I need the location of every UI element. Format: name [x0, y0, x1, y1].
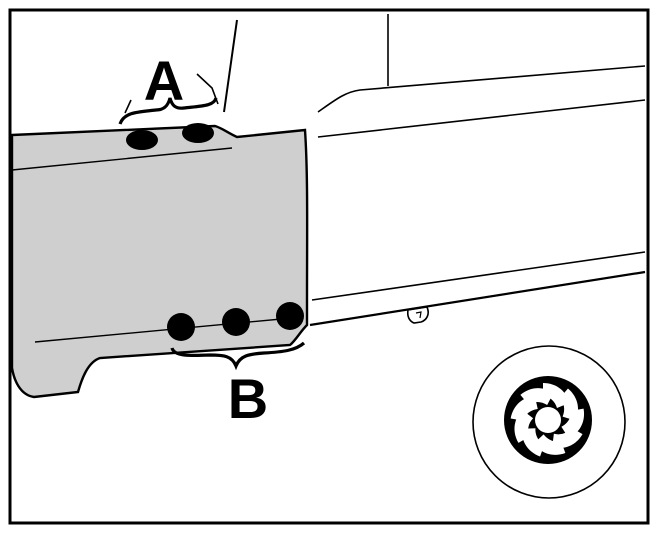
callout-label-b: B [228, 367, 268, 430]
fastener-dot [167, 313, 195, 341]
fastener-dot [222, 308, 250, 336]
bracket-a-guide [196, 73, 219, 105]
bracket-a [118, 97, 218, 125]
panel-crease-upper [11, 147, 233, 171]
fastener-dot [182, 123, 214, 143]
rocker-lower-line [309, 270, 646, 327]
clip-marker-detail [415, 311, 422, 319]
fastener-dot [126, 130, 158, 150]
bracket-a-tick [124, 99, 132, 114]
clip-marker [406, 306, 429, 324]
upper-body-line [317, 65, 646, 113]
belt-line [317, 99, 646, 138]
fasteners-a [126, 123, 214, 150]
fastener-dot [276, 302, 304, 330]
bracket-b [170, 341, 306, 371]
fender-edge-line [223, 19, 238, 113]
fasteners-b [167, 302, 304, 341]
wheel-icon [472, 345, 626, 499]
callout-label-a: A [144, 49, 184, 112]
vehicle-body [223, 14, 646, 327]
wheel-icon-vanes [510, 383, 585, 457]
rocker-upper-line [311, 251, 646, 301]
wheel-icon-center [535, 407, 561, 433]
